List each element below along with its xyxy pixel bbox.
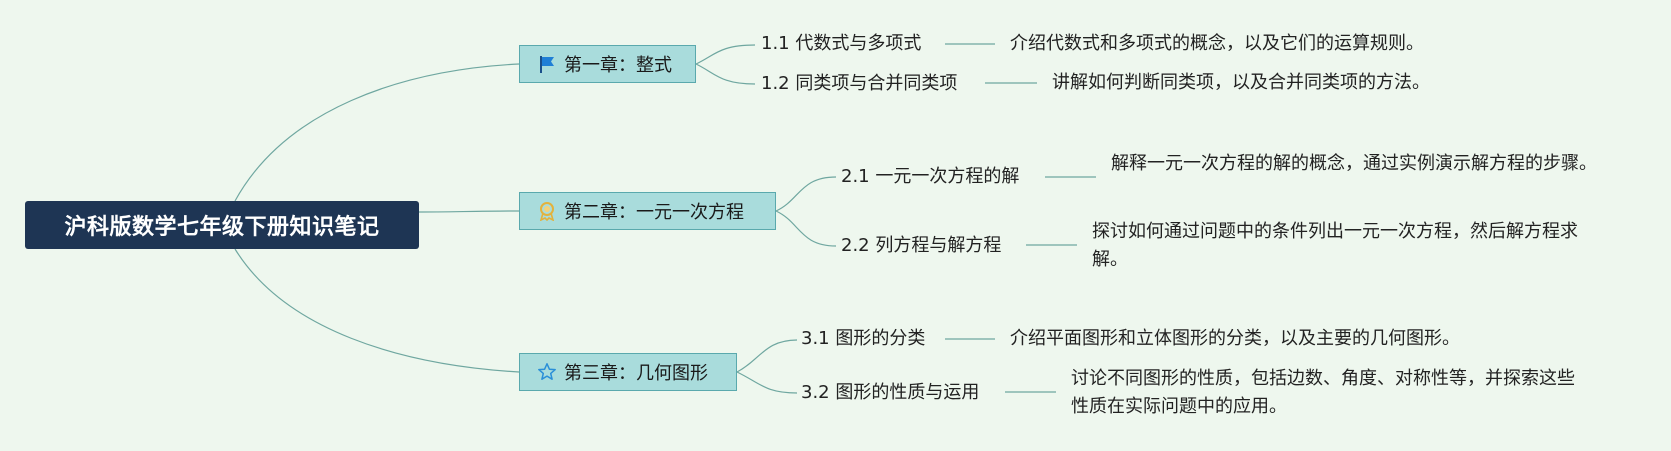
desc-1-2[interactable]: 讲解如何判断同类项，以及合并同类项的方法。 (1052, 69, 1482, 97)
desc-2-2[interactable]: 探讨如何通过问题中的条件列出一元一次方程，然后解方程求解。 (1092, 218, 1602, 274)
section-1-1-title: 1.1 代数式与多项式 (761, 33, 922, 54)
root-title: 沪科版数学七年级下册知识笔记 (64, 215, 380, 240)
star-outline-icon (536, 361, 558, 383)
desc-2-2-text: 探讨如何通过问题中的条件列出一元一次方程，然后解方程求解。 (1092, 221, 1578, 270)
desc-2-1[interactable]: 解释一元一次方程的解的概念，通过实例演示解方程的步骤。 (1111, 150, 1621, 178)
section-1-2[interactable]: 1.2 同类项与合并同类项 (761, 72, 957, 96)
section-3-1-title: 3.1 图形的分类 (801, 328, 926, 349)
link-ch1-s1 (695, 44, 756, 65)
section-2-2-title: 2.2 列方程与解方程 (841, 235, 1002, 256)
link-ch3-s1 (736, 339, 798, 373)
chapter-2-title: 第二章：一元一次方程 (564, 202, 744, 223)
link-ch2-s2 (775, 210, 837, 247)
section-3-2[interactable]: 3.2 图形的性质与运用 (801, 381, 979, 405)
award-ribbon-icon (536, 200, 558, 222)
flag-icon (536, 53, 558, 75)
desc-1-1-text: 介绍代数式和多项式的概念，以及它们的运算规则。 (1010, 33, 1424, 54)
section-2-2[interactable]: 2.2 列方程与解方程 (841, 234, 1001, 258)
desc-3-1[interactable]: 介绍平面图形和立体图形的分类，以及主要的几何图形。 (1010, 325, 1510, 353)
root-topic[interactable]: 沪科版数学七年级下册知识笔记 (25, 201, 419, 249)
chapter-2-node[interactable]: 第二章：一元一次方程 (519, 192, 776, 230)
link-ch3-s2 (736, 371, 798, 394)
chapter-1-node[interactable]: 第一章：整式 (519, 45, 696, 83)
chapter-3-node[interactable]: 第三章：几何图形 (519, 353, 737, 391)
desc-3-2[interactable]: 讨论不同图形的性质，包括边数、角度、对称性等，并探索这些性质在实际问题中的应用。 (1071, 365, 1581, 421)
link-ch1-s2 (695, 63, 756, 85)
link-root-ch3 (234, 248, 520, 373)
desc-3-1-text: 介绍平面图形和立体图形的分类，以及主要的几何图形。 (1010, 328, 1460, 349)
desc-2-1-text: 解释一元一次方程的解的概念，通过实例演示解方程的步骤。 (1111, 153, 1597, 174)
section-1-1[interactable]: 1.1 代数式与多项式 (761, 32, 921, 56)
link-root-ch2 (418, 210, 520, 213)
desc-3-2-text: 讨论不同图形的性质，包括边数、角度、对称性等，并探索这些性质在实际问题中的应用。 (1071, 368, 1575, 417)
section-1-2-title: 1.2 同类项与合并同类项 (761, 73, 958, 94)
section-3-2-title: 3.2 图形的性质与运用 (801, 382, 980, 403)
link-ch2-s1 (775, 176, 837, 212)
link-root-ch1 (234, 63, 520, 202)
section-3-1[interactable]: 3.1 图形的分类 (801, 327, 925, 351)
desc-1-2-text: 讲解如何判断同类项，以及合并同类项的方法。 (1052, 72, 1430, 93)
section-2-1-title: 2.1 一元一次方程的解 (841, 166, 1020, 187)
section-2-1[interactable]: 2.1 一元一次方程的解 (841, 165, 1019, 189)
desc-1-1[interactable]: 介绍代数式和多项式的概念，以及它们的运算规则。 (1010, 30, 1470, 58)
chapter-3-title: 第三章：几何图形 (564, 363, 708, 384)
chapter-1-title: 第一章：整式 (564, 55, 672, 76)
